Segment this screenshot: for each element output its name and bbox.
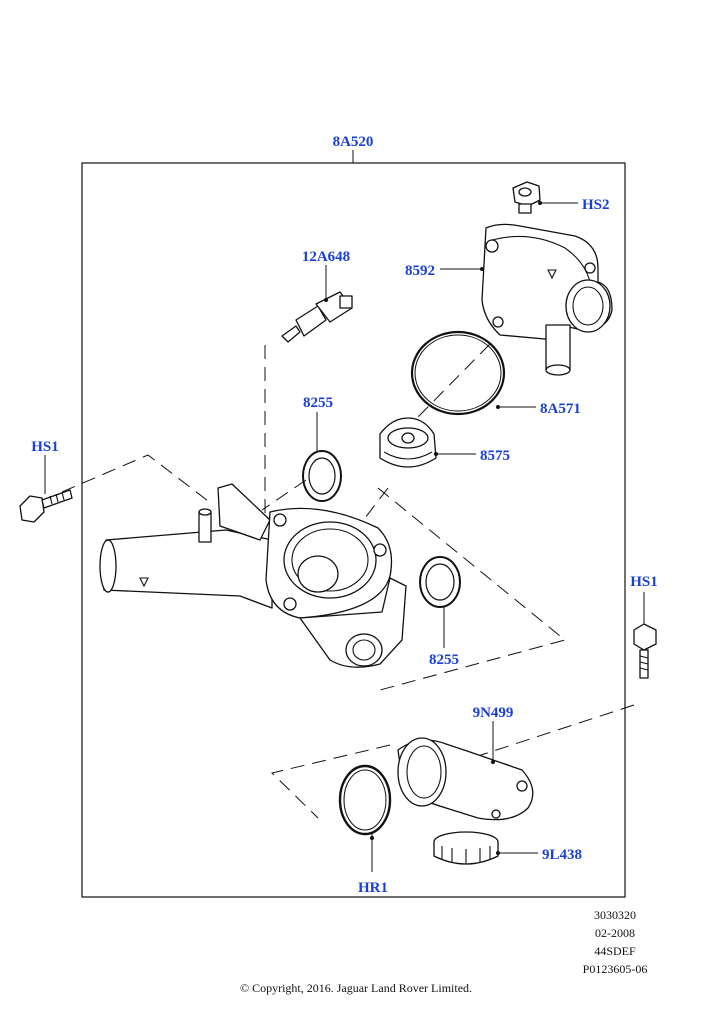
seal-8255-lower[interactable] <box>419 556 461 608</box>
callout-hr1[interactable]: HR1 <box>358 880 388 896</box>
callout-hs2[interactable]: HS2 <box>582 197 610 213</box>
callout-hs1-right[interactable]: HS1 <box>630 574 658 590</box>
callout-12a648[interactable]: 12A648 <box>302 249 350 265</box>
callout-hs1-left[interactable]: HS1 <box>31 439 59 455</box>
gasket-9l438[interactable] <box>433 831 499 865</box>
thermostat-8575[interactable] <box>379 417 437 468</box>
temperature-sensor-12a648[interactable] <box>281 291 353 343</box>
o-ring-8a571[interactable] <box>410 330 506 416</box>
callout-8a571[interactable]: 8A571 <box>540 401 581 417</box>
seal-8255-upper[interactable] <box>302 450 342 502</box>
footer-code-2: 44SDEF <box>594 944 636 958</box>
callout-8575[interactable]: 8575 <box>480 448 510 464</box>
o-ring-hr1[interactable] <box>338 764 392 836</box>
callout-9l438[interactable]: 9L438 <box>542 847 582 863</box>
bolt-hs1-left[interactable] <box>19 489 73 523</box>
thermostat-housing-main[interactable] <box>99 483 407 668</box>
callout-8255-lower[interactable]: 8255 <box>429 652 459 668</box>
footer-code-1: 3030320 <box>594 908 636 922</box>
thermostat-housing-cover-8592[interactable] <box>481 223 613 376</box>
elbow-outlet-9n499[interactable] <box>397 737 534 821</box>
callout-8255-upper[interactable]: 8255 <box>303 395 333 411</box>
footer-date: 02-2008 <box>595 926 635 940</box>
callout-8a520[interactable]: 8A520 <box>333 134 374 150</box>
callout-8592[interactable]: 8592 <box>405 263 435 279</box>
bolt-hs2[interactable] <box>512 181 541 214</box>
callout-9n499[interactable]: 9N499 <box>473 705 514 721</box>
bolt-hs1-right[interactable] <box>633 623 657 679</box>
copyright-notice: © Copyright, 2016. Jaguar Land Rover Lim… <box>240 981 472 995</box>
footer-code-3: P0123605-06 <box>583 962 648 976</box>
